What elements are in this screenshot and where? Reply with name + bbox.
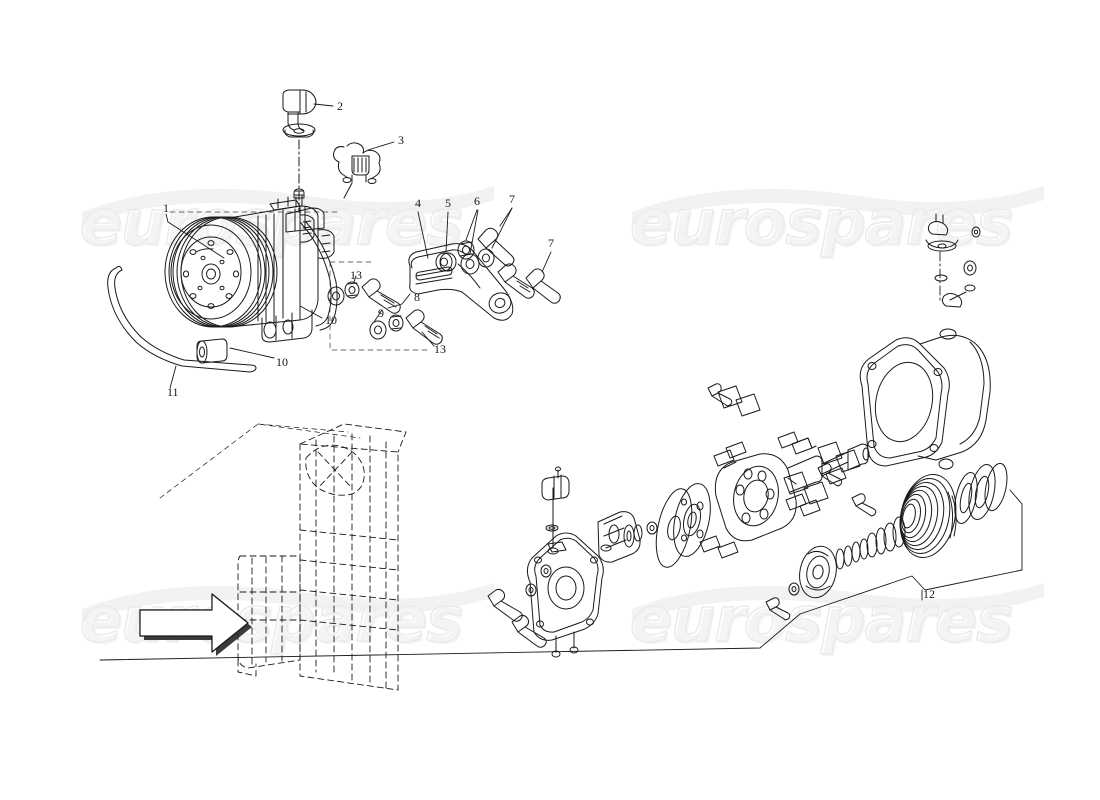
callout-10: 10 <box>325 313 337 327</box>
part-small-bolts-internals <box>707 383 877 517</box>
direction-arrow <box>139 593 252 656</box>
callout-4: 4 <box>415 196 421 210</box>
part-rear-housing <box>526 532 604 658</box>
part-washer-9a <box>327 286 345 306</box>
part-bolt-7c <box>525 268 561 304</box>
part-mounting-bracket <box>408 243 514 321</box>
callout-1: 1 <box>163 201 169 215</box>
part-top-fittings <box>925 213 981 308</box>
part-washer-9b <box>369 320 387 340</box>
part-oil-dipstick-tube <box>107 265 257 373</box>
callout-11: 11 <box>167 385 179 399</box>
part-washer-13b <box>388 314 404 332</box>
callout-8: 8 <box>414 290 420 304</box>
construction-line-block <box>159 423 361 499</box>
engine-block-phantom <box>237 423 407 691</box>
leader-lines <box>165 103 552 389</box>
part-rear-cover-bolts <box>487 564 552 648</box>
part-front-housing <box>859 337 950 467</box>
callout-7: 7 <box>509 192 515 206</box>
callout-5: 5 <box>445 196 451 210</box>
callout-12: 12 <box>923 587 935 601</box>
callout-13b: 13 <box>434 342 446 356</box>
part-bolt-8b <box>405 309 443 345</box>
part-front-gasket-disc <box>655 488 693 568</box>
part-control-valve <box>541 466 570 555</box>
construction-lines-left <box>169 211 431 351</box>
part-housing-shell <box>917 328 991 470</box>
callout-13: 13 <box>350 268 362 282</box>
part-bolt-7b <box>497 263 535 299</box>
callout-2: 2 <box>337 99 343 113</box>
callout-7b: 7 <box>548 236 554 250</box>
part-piston-shoes <box>699 431 847 559</box>
part-washer-13a <box>344 281 360 299</box>
leader-harness <box>343 182 353 199</box>
part-clutch-kit <box>765 462 1008 621</box>
part-drive-shaft <box>787 443 870 493</box>
callout-3: 3 <box>398 133 404 147</box>
part-cylinder-block <box>714 453 797 542</box>
part-compressor-assembly <box>164 188 338 364</box>
callout-9: 9 <box>378 306 384 320</box>
callout-12-bracket <box>99 489 1023 661</box>
callout-10b: 10 <box>276 355 288 369</box>
part-gasket-tiles <box>717 385 861 505</box>
part-swash-plate-assembly <box>673 483 711 557</box>
part-spacer-bush-a <box>196 338 228 364</box>
part-valve-plate-set <box>597 511 658 563</box>
part-wiring-harness-connector <box>333 142 381 184</box>
callout-6: 6 <box>474 194 480 208</box>
part-hose-manifold-fitting <box>282 89 317 138</box>
